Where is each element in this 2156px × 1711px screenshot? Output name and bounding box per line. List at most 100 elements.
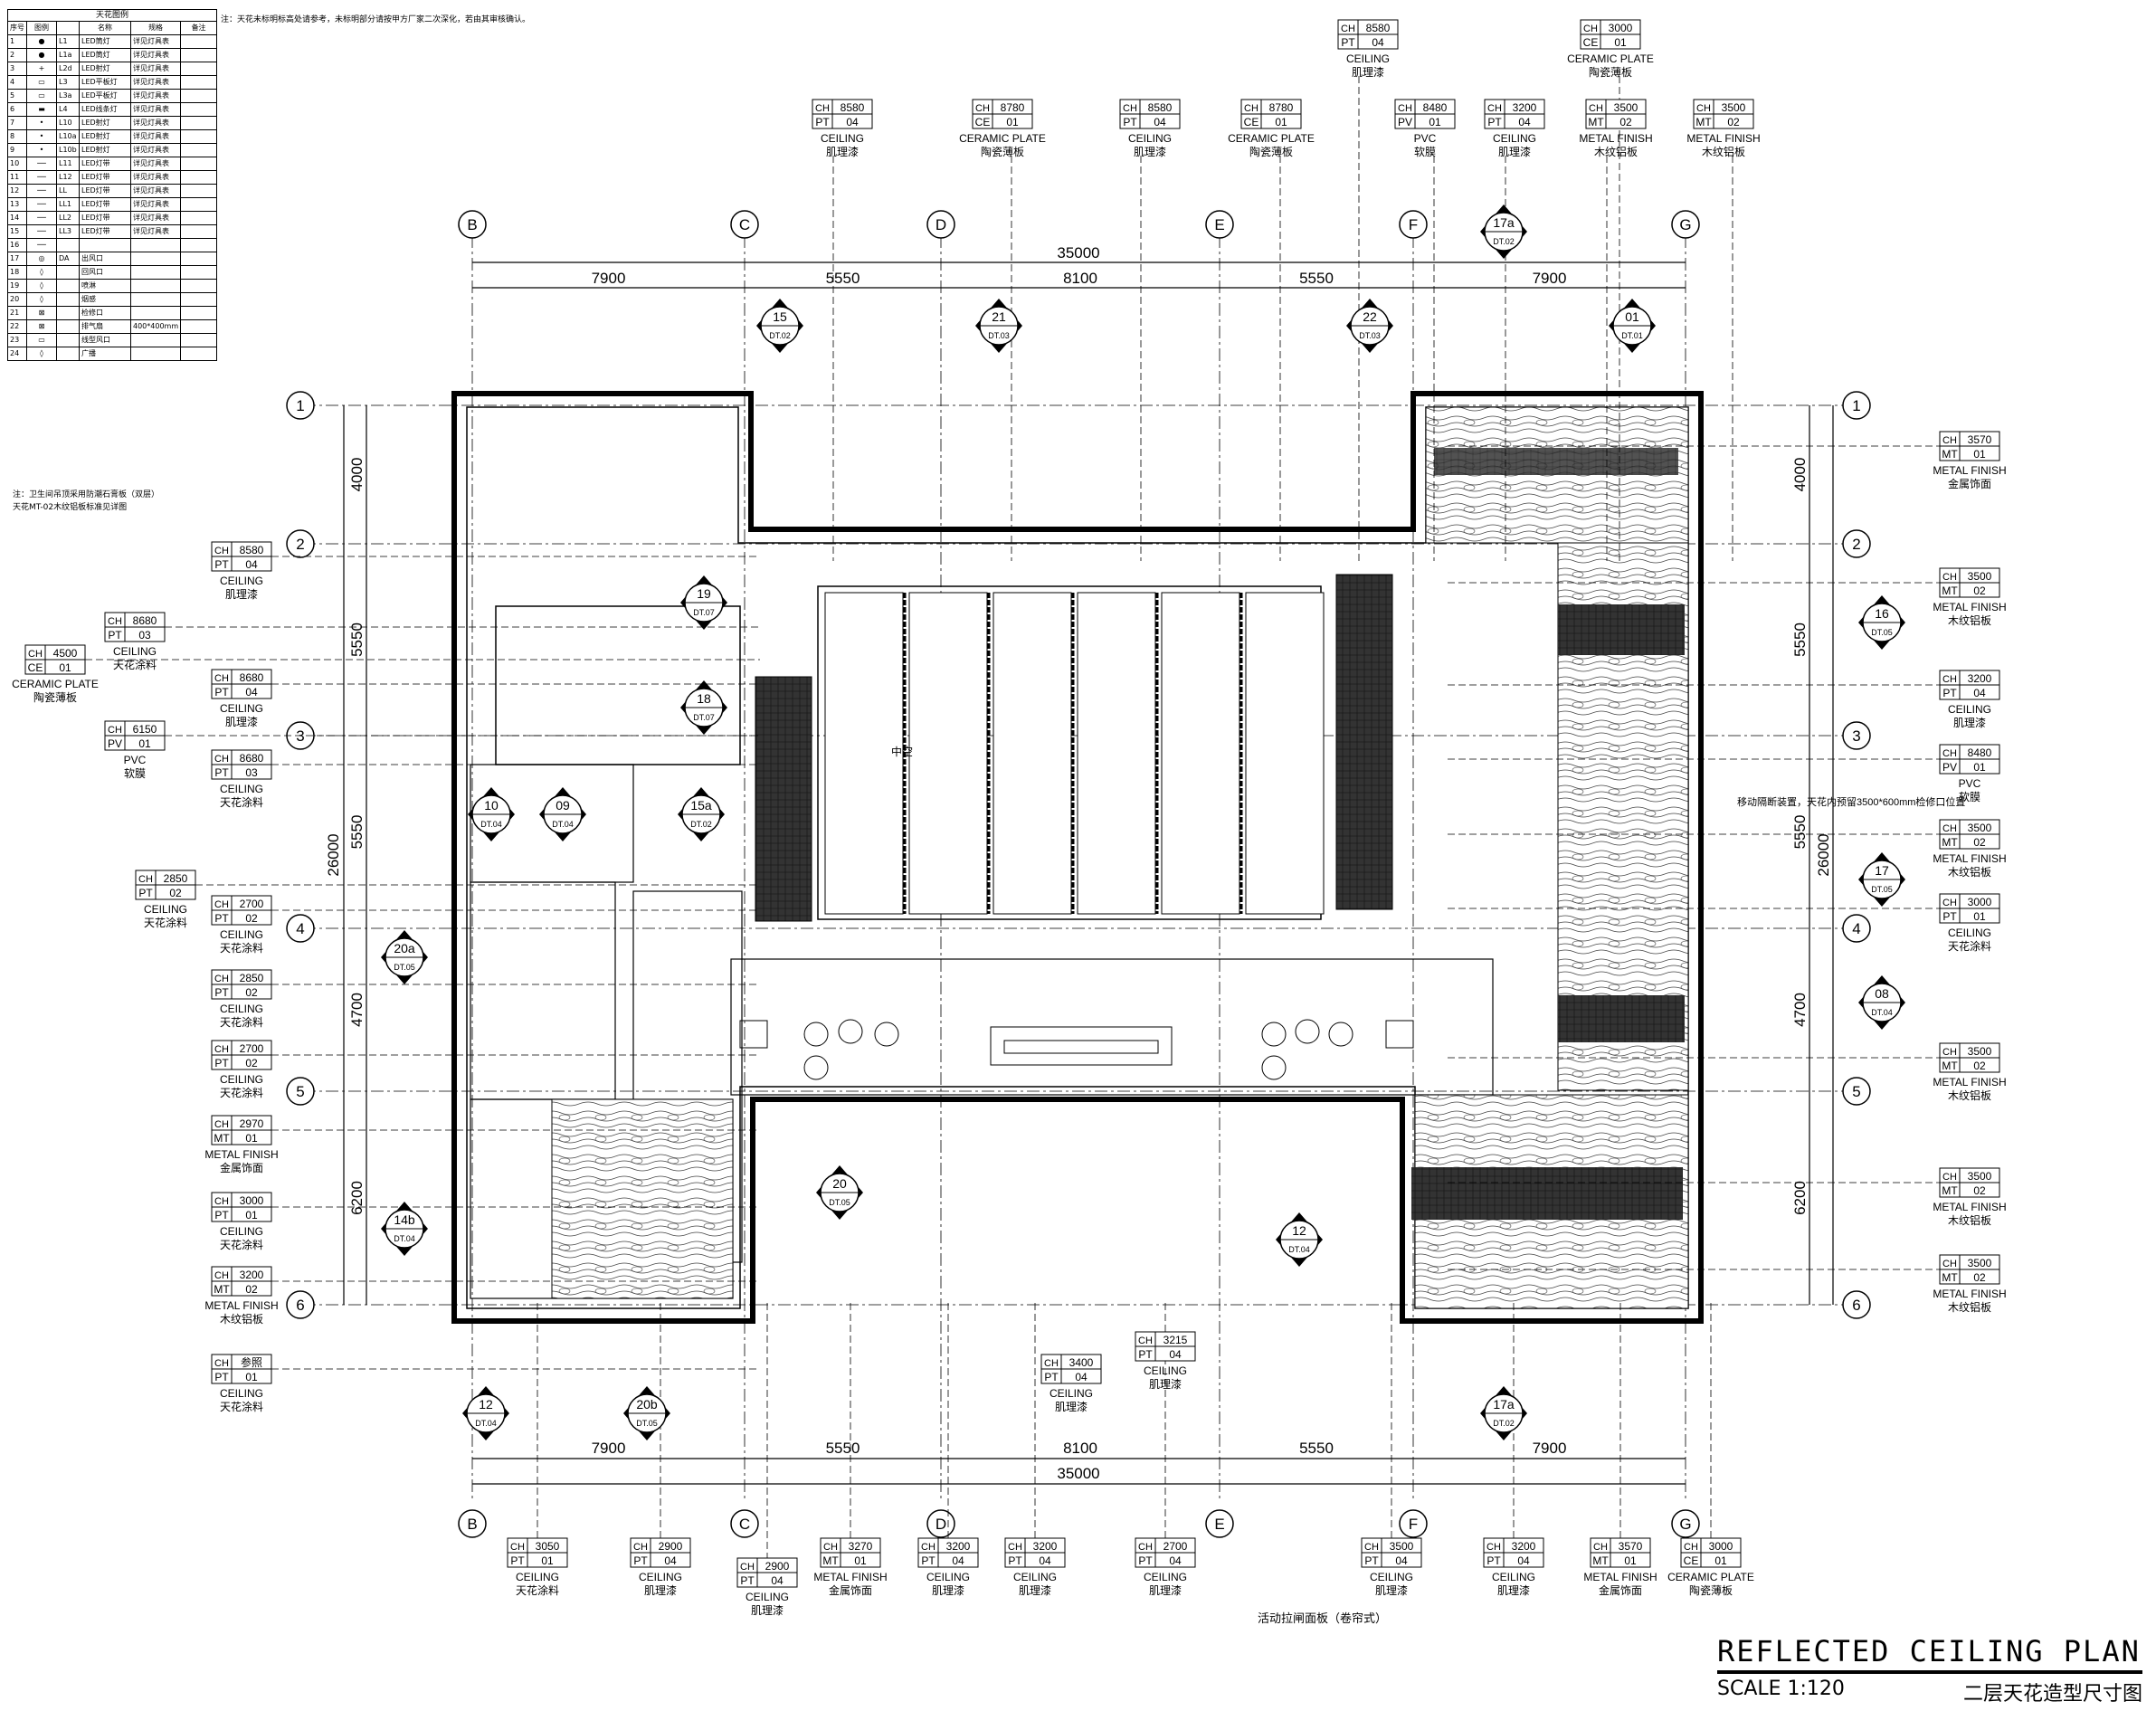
grid-row-label: 6 <box>296 1297 304 1314</box>
callout-material-en: CEILING <box>220 575 263 587</box>
grid-row-label: 3 <box>296 727 304 745</box>
callout-material-cn: 天花涂料 <box>220 941 263 955</box>
callout-material-en: CERAMIC PLATE <box>12 678 99 690</box>
svg-text:CH: CH <box>138 874 153 885</box>
callout-material-en: CEILING <box>639 1571 682 1583</box>
callout-material-cn: 金属饰面 <box>220 1161 263 1174</box>
callout-material-cn: 肌理漆 <box>1019 1584 1051 1597</box>
grid-column-label: B <box>467 1516 477 1533</box>
callout-height: 6150 <box>133 723 157 736</box>
callout-number: 01 <box>245 1209 258 1221</box>
section-number: 12 <box>1292 1223 1306 1238</box>
right-note: 移动隔断装置，天花内预留3500*600mm检修口位置 <box>1737 795 1965 808</box>
callout-material-en: CEILING <box>1948 927 1991 939</box>
callout-material-en: CEILING <box>220 1387 263 1400</box>
section-sheet: DT.05 <box>829 1198 850 1207</box>
callout-number: 04 <box>245 686 258 699</box>
section-markers: 15DT.0221DT.0322DT.0301DT.0117aDT.0219DT… <box>381 204 1905 1440</box>
callout-height: 8680 <box>240 752 264 765</box>
callout-number: 01 <box>1973 761 1986 774</box>
callout-number: 02 <box>1619 116 1632 128</box>
grid-bubble-row-right: 4 <box>1842 914 1871 943</box>
dim-span-right: 5550 <box>1791 623 1809 657</box>
callout-material-cn: 木纹铝板 <box>1948 1300 1991 1314</box>
callout-height: 8780 <box>1001 101 1025 114</box>
callout-number: 02 <box>245 986 258 999</box>
callout-height: 3500 <box>1968 1045 1992 1058</box>
callout-code: PT <box>214 1371 229 1383</box>
callout-code: PT <box>1138 1554 1153 1567</box>
atrium-ceiling <box>824 592 1325 915</box>
callout-code: MT <box>1592 1554 1609 1567</box>
callout-height: 8580 <box>841 101 865 114</box>
dim-span-left: 4000 <box>348 458 366 492</box>
grid-column-label: D <box>936 1516 946 1533</box>
callout-code: CE <box>975 116 991 128</box>
svg-text:CH: CH <box>108 616 122 627</box>
section-number: 20b <box>636 1397 658 1412</box>
grid-column-label: F <box>1409 1516 1418 1533</box>
callout-material-cn: 金属饰面 <box>1599 1583 1642 1597</box>
callout-number: 01 <box>245 1132 258 1145</box>
section-sheet: DT.05 <box>1871 885 1893 894</box>
title-block: REFLECTED CEILING PLAN SCALE 1:120 二层天花造… <box>1717 1634 2142 1706</box>
svg-text:CH: CH <box>214 899 229 910</box>
callout-code: PT <box>1138 1348 1153 1361</box>
svg-text:CH: CH <box>823 1542 838 1553</box>
callout-code: PT <box>1341 36 1355 49</box>
callout-code: CE <box>1244 116 1259 128</box>
svg-text:CH: CH <box>1593 1542 1608 1553</box>
callout-number: 04 <box>952 1554 964 1567</box>
dimension-lines <box>343 261 1834 1485</box>
callout-height: 3500 <box>1390 1540 1414 1553</box>
callout-material-en: METAL FINISH <box>1933 1201 2006 1213</box>
callout-number: 03 <box>138 629 151 642</box>
svg-text:CH: CH <box>214 1358 229 1369</box>
grid-bubble-row-right: 5 <box>1842 1077 1871 1106</box>
section-number: 20a <box>394 941 415 955</box>
callout-height: 3500 <box>1968 1257 1992 1269</box>
callout-number: 04 <box>1518 116 1531 128</box>
callout-number: 01 <box>1714 1554 1727 1567</box>
svg-text:CH: CH <box>1942 1047 1957 1058</box>
section-number: 14b <box>394 1212 415 1227</box>
callout-number: 01 <box>138 737 151 750</box>
grid-bubble-row-right: 3 <box>1842 721 1871 750</box>
dim-span-right: 6200 <box>1791 1181 1809 1215</box>
svg-text:CH: CH <box>1123 103 1137 114</box>
callout-code: MT <box>1942 448 1958 461</box>
callout-code: PT <box>633 1554 648 1567</box>
section-sheet: DT.07 <box>693 713 715 722</box>
callout-code: MT <box>1942 1271 1958 1284</box>
dim-span-top: 5550 <box>1299 270 1334 287</box>
section-sheet: DT.05 <box>636 1419 658 1428</box>
grid-bubble-column-bottom: D <box>926 1509 955 1538</box>
callout-number: 02 <box>1973 1271 1986 1284</box>
callout-height: 4500 <box>53 647 78 660</box>
callout-material-en: CEILING <box>144 903 187 916</box>
callout-height: 3000 <box>240 1194 264 1207</box>
section-number: 17a <box>1493 1397 1515 1412</box>
legend-row: 18◊回风口 <box>7 265 217 280</box>
callout-material-cn: 肌理漆 <box>1149 1584 1182 1597</box>
callout-material-cn: 天花涂料 <box>1948 939 1991 953</box>
callout-number: 04 <box>245 558 258 571</box>
callout-material-cn: 软膜 <box>124 767 146 780</box>
